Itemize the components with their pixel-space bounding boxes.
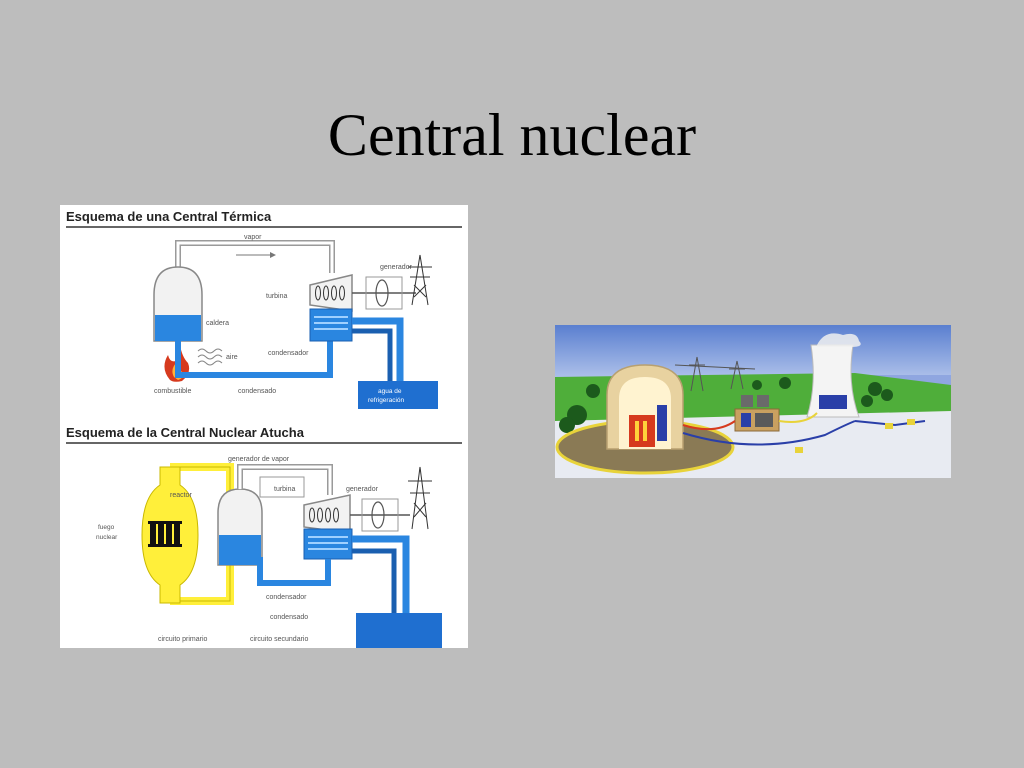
atucha-generator-rotor [371,501,385,529]
atucha-pylon-icon [408,466,432,530]
secondary-steam-pipe-inner [238,465,332,495]
circuito-secundario-label: circuito secundario [250,636,308,643]
slide-title: Central nuclear [327,102,697,168]
condensador-label: condensador [268,350,309,357]
steam-arrowhead [270,252,276,258]
atucha-generator-box [361,498,399,532]
atucha-generador-label: generador [346,486,379,493]
plant-illustration [555,325,951,478]
termica-heading: Esquema de una Central Térmica [66,209,272,224]
atucha-heading: Esquema de la Central Nuclear Atucha [66,425,305,440]
turbine-blades [315,285,345,301]
atucha-condensate-pipe [257,557,331,586]
generator-box [365,276,403,310]
steam-generator-water [219,535,261,565]
schematic-panel: Esquema de una Central Térmica vapor cal… [60,205,468,648]
atucha-turbine-blades [309,507,339,523]
transformer-1 [741,395,753,407]
cooling-pipe-in [352,317,404,381]
steam-pipe-inner [176,241,334,273]
vapor-label: vapor [244,234,262,241]
atucha-cooling-pipe-out [352,548,397,615]
fuel-rods [148,521,182,547]
generador-vapor-label: generador de vapor [228,456,290,463]
condensado-label: condensado [238,388,276,395]
cooling-pipe [682,420,856,446]
generator-rotor [375,279,389,307]
core-rod-2 [643,421,647,441]
atucha-turbine-housing [303,494,351,534]
turbine-hall-gen [755,413,773,427]
caldera-label: caldera [206,320,229,327]
feed-pipe [778,412,818,423]
condenser-tubes [314,316,348,330]
turbina-box [259,476,305,498]
steam-cloud [817,333,861,347]
schematic-svg: Esquema de una Central Térmica vapor cal… [66,209,462,648]
cooling-pipe-out [352,328,393,381]
combustible-label: combustible [154,388,191,395]
agua-label-1: agua de [378,388,402,395]
boiler-water [155,315,201,341]
condensate-pipe [175,341,333,378]
pumps [795,419,915,453]
core-rod-1 [635,421,639,441]
generador-label: generador [380,264,413,271]
pylon-icon [408,254,432,306]
turbina-label: turbina [266,293,288,300]
cooling-water-pool [358,381,438,409]
aire-label: aire [226,354,238,361]
plant-illustration-svg [555,325,951,478]
circuito-primario-label: circuito primario [158,636,208,643]
trees [559,377,893,433]
atucha-condenser-tubes [308,536,348,550]
condenser [309,308,353,342]
atucha-cooling-pool [356,613,442,648]
air-coil-icon [197,348,223,366]
steam-generator-blue [657,405,667,441]
reactor-core [629,415,655,447]
primary-pipe [682,420,736,431]
scene-pylons-icon [674,356,756,392]
fuego-label-2: nuclear [96,534,118,541]
fuego-label-1: fuego [98,524,115,531]
turbine-hall-unit [741,413,751,427]
transformer-2 [757,395,769,407]
atucha-cooling-pipe-in [352,535,410,615]
tower-inlet [819,395,847,409]
atucha-turbina-label: turbina [274,486,296,493]
steam-pipe [175,240,335,273]
atucha-condensado-label: condensado [270,614,308,621]
reactor-label: reactor [170,492,192,499]
atucha-condensador-label: condensador [266,594,307,601]
agua-label-2: refrigeración [368,397,405,404]
